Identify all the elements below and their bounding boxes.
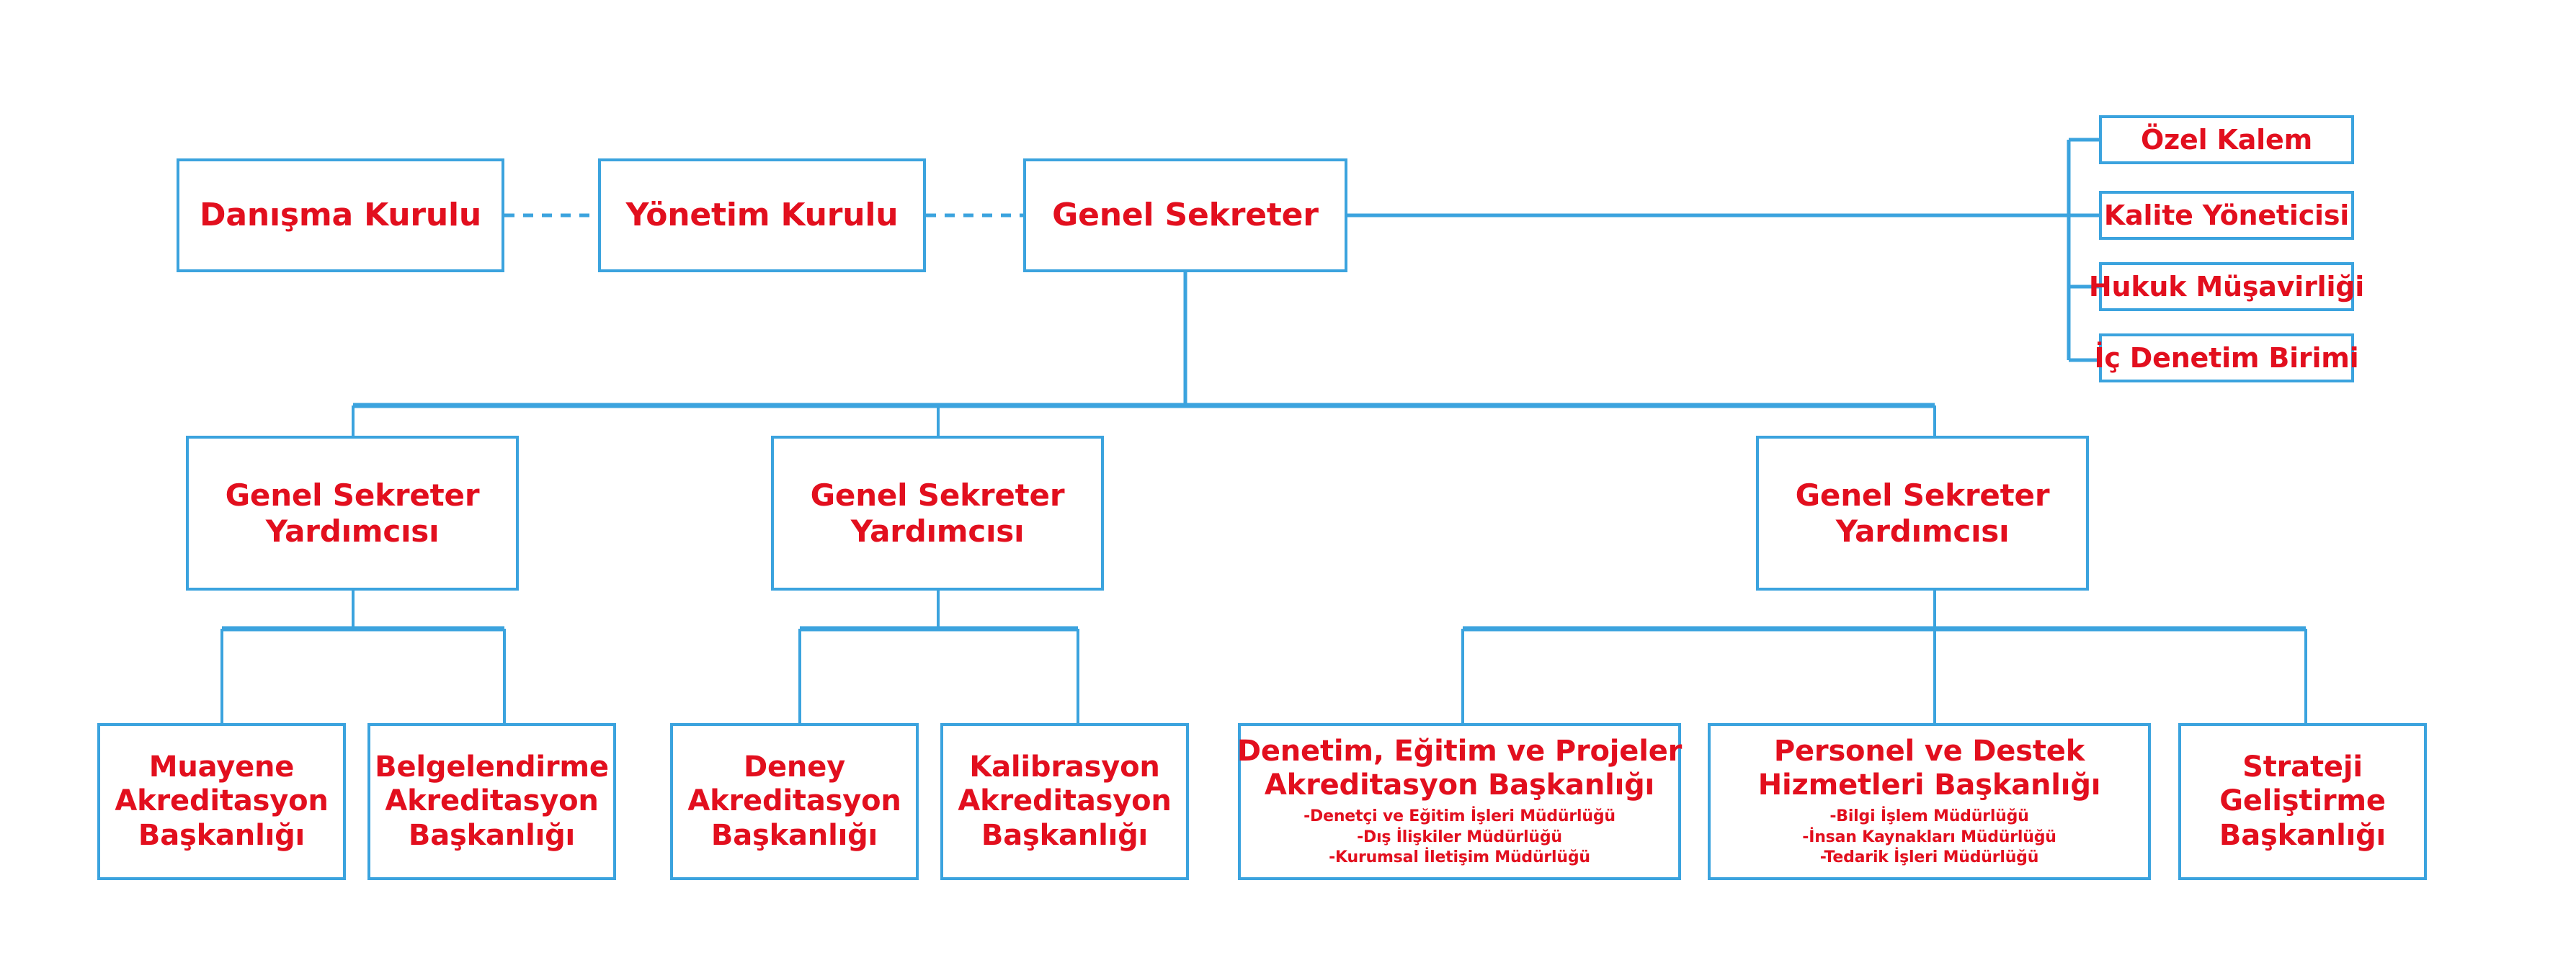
sub-unit-item: -Tedarik İşleri Müdürlüğü	[1819, 848, 2039, 867]
node-label: Genel Sekreter	[1052, 197, 1319, 234]
node-ic-denetim-birimi[interactable]: İç Denetim Birimi	[2094, 333, 2359, 382]
node-kalite-yoneticisi[interactable]: Kalite Yöneticisi	[2099, 191, 2354, 240]
node-denetim-egitim-projeler-akreditasyon-baskanligi[interactable]: Denetim, Eğitim ve Projeler Akreditasyon…	[1236, 723, 1683, 880]
node-strateji-gelistirme-baskanligi[interactable]: Strateji Geliştirme Başkanlığı	[2178, 723, 2427, 880]
sub-unit-item: -Kurumsal İletişim Müdürlüğü	[1329, 848, 1590, 867]
node-danisma-kurulu[interactable]: Danışma Kurulu	[177, 158, 504, 272]
node-personel-ve-destek-hizmetleri-baskanligi[interactable]: Personel ve Destek Hizmetleri Başkanlığı…	[1708, 723, 2151, 880]
sub-unit-item: -Bilgi İşlem Müdürlüğü	[1830, 807, 2029, 826]
node-label-line-2: Akreditasyon	[115, 784, 329, 818]
node-label-line-1: Personel ve Destek	[1773, 734, 2085, 768]
node-deney-akreditasyon-baskanligi[interactable]: Deney Akreditasyon Başkanlığı	[670, 723, 919, 880]
node-genel-sekreter-yardimcisi-3[interactable]: Genel Sekreter Yardımcısı	[1756, 436, 2089, 591]
node-label-line-2: Yardımcısı	[265, 513, 440, 549]
node-label-line-3: Başkanlığı	[2219, 818, 2386, 852]
node-label: İç Denetim Birimi	[2094, 341, 2359, 374]
node-label-line-2: Akreditasyon	[385, 784, 599, 818]
node-label-line-3: Başkanlığı	[710, 818, 878, 852]
node-label-line-1: Denetim, Eğitim ve Projeler	[1236, 734, 1683, 768]
node-label-line-2: Yardımcısı	[850, 513, 1025, 549]
node-kalibrasyon-akreditasyon-baskanligi[interactable]: Kalibrasyon Akreditasyon Başkanlığı	[940, 723, 1189, 880]
node-label-line-1: Muayene	[148, 750, 295, 784]
node-yonetim-kurulu[interactable]: Yönetim Kurulu	[598, 158, 926, 272]
node-label-line-1: Genel Sekreter	[1795, 477, 2050, 513]
sub-unit-item: -İnsan Kaynakları Müdürlüğü	[1802, 828, 2056, 846]
sub-unit-list: -Denetçi ve Eğitim İşleri Müdürlüğü -Dış…	[1303, 807, 1615, 869]
node-genel-sekreter-yardimcisi-1[interactable]: Genel Sekreter Yardımcısı	[186, 436, 519, 591]
node-label-line-3: Başkanlığı	[408, 818, 576, 852]
node-label-line-1: Kalibrasyon	[969, 750, 1160, 784]
node-label-line-1: Belgelendirme	[375, 750, 609, 784]
node-label-line-3: Başkanlığı	[981, 818, 1149, 852]
node-label-line-1: Genel Sekreter	[810, 477, 1065, 513]
node-genel-sekreter[interactable]: Genel Sekreter	[1023, 158, 1347, 272]
node-label-line-1: Deney	[743, 750, 845, 784]
node-label-line-2: Akreditasyon	[958, 784, 1172, 818]
node-label-line-1: Strateji	[2242, 750, 2363, 784]
node-ozel-kalem[interactable]: Özel Kalem	[2099, 115, 2354, 164]
node-label: Kalite Yöneticisi	[2103, 199, 2350, 231]
node-label-line-2: Akreditasyon	[687, 784, 901, 818]
sub-unit-item: -Denetçi ve Eğitim İşleri Müdürlüğü	[1303, 807, 1615, 826]
node-label: Özel Kalem	[2141, 123, 2312, 156]
node-belgelendirme-akreditasyon-baskanligi[interactable]: Belgelendirme Akreditasyon Başkanlığı	[367, 723, 616, 880]
node-hukuk-musavirligi[interactable]: Hukuk Müşavirliği	[2089, 262, 2364, 311]
sub-unit-list: -Bilgi İşlem Müdürlüğü -İnsan Kaynakları…	[1802, 807, 2056, 869]
node-label-line-2: Hizmetleri Başkanlığı	[1757, 768, 2101, 802]
node-label-line-2: Yardımcısı	[1835, 513, 2010, 549]
node-label-line-2: Geliştirme	[2219, 784, 2386, 818]
node-label: Danışma Kurulu	[200, 197, 481, 234]
node-label-line-1: Genel Sekreter	[225, 477, 480, 513]
sub-unit-item: -Dış İlişkiler Müdürlüğü	[1357, 828, 1562, 846]
node-muayene-akreditasyon-baskanligi[interactable]: Muayene Akreditasyon Başkanlığı	[97, 723, 346, 880]
node-label: Hukuk Müşavirliği	[2088, 270, 2365, 302]
node-label-line-3: Başkanlığı	[138, 818, 306, 852]
node-genel-sekreter-yardimcisi-2[interactable]: Genel Sekreter Yardımcısı	[771, 436, 1104, 591]
node-label: Yönetim Kurulu	[625, 197, 899, 234]
node-label-line-2: Akreditasyon Başkanlığı	[1264, 768, 1655, 802]
